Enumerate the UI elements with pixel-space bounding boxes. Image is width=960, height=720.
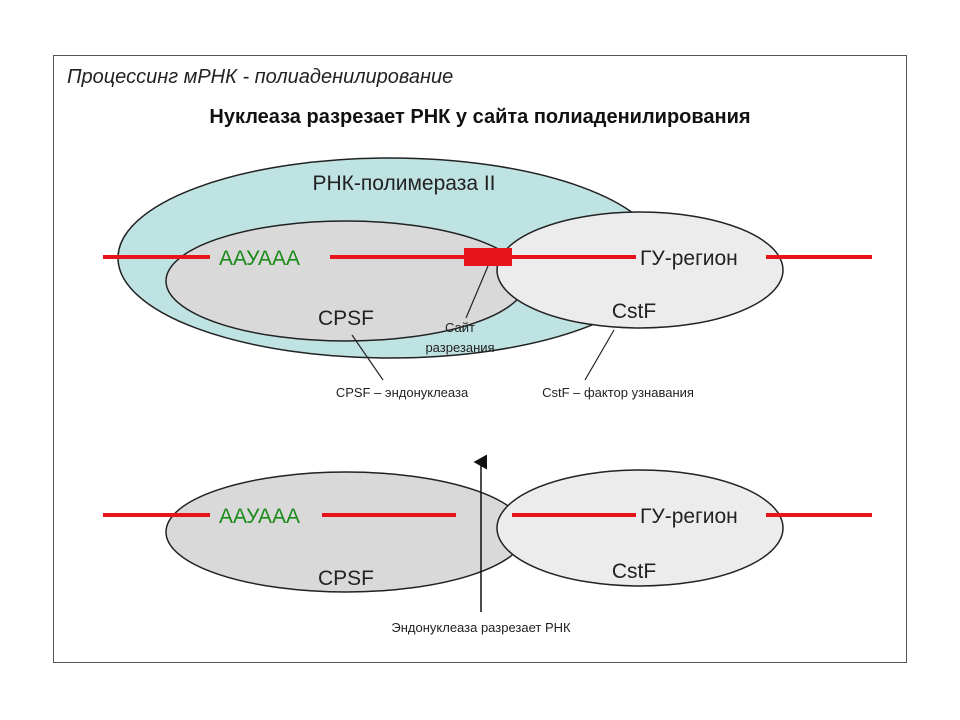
cut-site-pointer: [465, 265, 489, 319]
cstf-caption: CstF – фактор узнавания: [542, 385, 694, 400]
cut-site-label-line2: разрезания: [425, 340, 494, 355]
cleavage-site-marker: [464, 248, 512, 266]
aauaaa-label-top: ААУААА: [219, 247, 300, 270]
diagram-subtitle: Нуклеаза разрезает РНК у сайта полиадени…: [209, 106, 751, 128]
cpsf-caption: CPSF – эндонуклеаза: [336, 385, 469, 400]
cstf-label-bottom: CstF: [612, 560, 656, 583]
cpsf-callout-line: [351, 334, 384, 381]
diagram-heading: Процессинг мРНК - полиаденилирование: [67, 66, 454, 88]
cpsf-label-bottom: CPSF: [318, 567, 374, 590]
cstf-label-top: CstF: [612, 300, 656, 323]
cstf-callout-line: [584, 329, 615, 381]
rna-polymerase-label: РНК-полимераза II: [312, 172, 495, 195]
gu-region-label-bottom: ГУ-регион: [640, 505, 738, 528]
gu-region-label-top: ГУ-регион: [640, 247, 738, 270]
diagram-frame: [53, 55, 907, 663]
cpsf-label-top: CPSF: [318, 307, 374, 330]
cstf-ellipse-top: [496, 211, 784, 329]
endonuclease-caption: Эндонуклеаза разрезает РНК: [391, 620, 571, 635]
cut-site-label-line1: Сайт: [445, 320, 475, 335]
aauaaa-label-bottom: ААУААА: [219, 505, 300, 528]
cstf-ellipse-bottom: [496, 469, 784, 587]
